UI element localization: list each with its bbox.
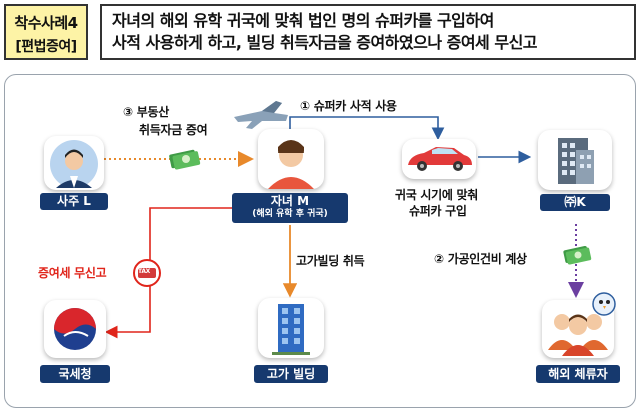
car-text-line1: 귀국 시기에 맞춰 (395, 188, 478, 202)
car-text-line2: 슈퍼카 구입 (409, 204, 467, 218)
headline-line-1: 자녀의 해외 유학 귀국에 맞춰 법인 명의 슈퍼카를 구입하여 (112, 11, 494, 30)
step3-label-line1: ③ 부동산 (123, 105, 169, 119)
child-name: 자녀 M (270, 194, 310, 208)
child-label: 자녀 M (해외 유학 후 귀국) (232, 193, 348, 223)
car-card (402, 139, 476, 179)
skyscraper-icon (272, 304, 310, 355)
case-title: 착수사례4 (14, 14, 78, 32)
step1-label: ① 슈퍼카 사적 사용 (300, 99, 397, 113)
headline-line-2: 사적 사용하게 하고, 빌딩 취득자금을 증여하였으나 증여세 무신고 (112, 33, 538, 52)
tax-unreported-arrow (104, 207, 245, 339)
person-icon (268, 140, 314, 189)
child-sub: (해외 유학 후 귀국) (252, 209, 328, 219)
tax-badge-text: TAX (138, 268, 150, 275)
step2-label: ② 가공인건비 계상 (434, 252, 527, 266)
company-card (538, 130, 612, 190)
building-acquisition-label: 고가빌딩 취득 (296, 254, 365, 268)
child-card (258, 129, 324, 189)
office-building-icon (558, 138, 594, 184)
tax-unreported-label: 증여세 무신고 (38, 266, 107, 280)
supercar-use-arrow (289, 116, 445, 141)
building-card (258, 298, 324, 358)
businessman-icon (50, 140, 98, 188)
nts-label: 국세청 (40, 365, 110, 383)
group-icon (548, 314, 608, 356)
headline-box: 자녀의 해외 유학 귀국에 맞춰 법인 명의 슈퍼카를 구입하여 사적 사용하게… (100, 4, 636, 60)
nts-card (44, 300, 106, 358)
case-label-box: 착수사례4 [편법증여] (4, 4, 88, 60)
nts-logo-icon (54, 308, 96, 350)
overseas-card (542, 300, 614, 358)
step3-label-line2: 취득자금 증여 (139, 123, 208, 137)
case-tag: [편법증여] (15, 39, 77, 55)
overseas-label: 해외 체류자 (536, 365, 620, 383)
building-label: 고가 빌딩 (254, 365, 328, 383)
sports-car-icon (408, 147, 472, 171)
owner-card (44, 136, 104, 190)
company-label: ㈜K (540, 194, 610, 211)
owner-label: 사주 L (40, 193, 108, 210)
